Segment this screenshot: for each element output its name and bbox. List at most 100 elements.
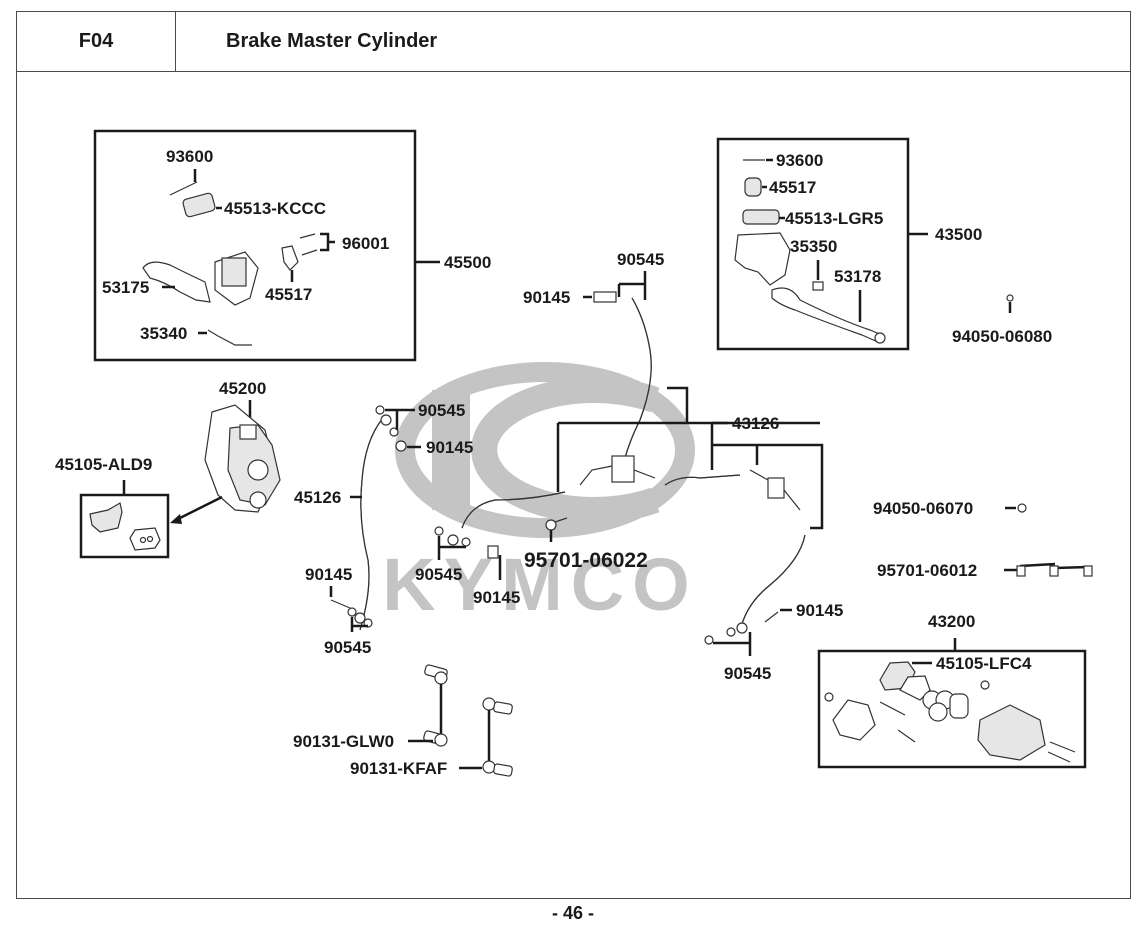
- fastener-94050-06080[interactable]: 94050-06080: [952, 294, 1052, 346]
- part-label-53178[interactable]: 53178: [834, 267, 881, 286]
- fitting-group-rear[interactable]: 90145 90545: [704, 601, 843, 683]
- banjo-bolt-icon: [330, 599, 351, 609]
- part-label-45513-KCCC[interactable]: 45513-KCCC: [224, 199, 326, 218]
- part-label-94050-06080[interactable]: 94050-06080: [952, 327, 1052, 346]
- part-label-45105-ALD9[interactable]: 45105-ALD9: [55, 455, 152, 474]
- part-label-45500[interactable]: 45500: [444, 253, 491, 272]
- hose-43126[interactable]: 43126: [461, 386, 824, 633]
- part-label-43126[interactable]: 43126: [732, 414, 779, 433]
- fitting-group-top[interactable]: 90545 90145: [523, 250, 664, 459]
- bolt-head-icon: [434, 733, 448, 747]
- section-code-cell: [16, 11, 176, 72]
- leader-line: [713, 632, 752, 656]
- bolt-shank-icon: [554, 517, 568, 523]
- brake-lever-part-icon: [142, 261, 211, 303]
- fastener-94050-06070[interactable]: 94050-06070: [873, 499, 1027, 518]
- fastener-95701-06012[interactable]: 95701-06012: [877, 561, 1093, 580]
- brake-pad-icon: [899, 675, 931, 701]
- section-code: F04: [78, 30, 114, 52]
- part-label-45517[interactable]: 45517: [769, 178, 816, 197]
- bolt-head-icon: [545, 519, 557, 531]
- header-divider: [16, 71, 1131, 72]
- hose-45126[interactable]: 45126 90545 90145 90145 90545: [294, 401, 473, 657]
- part-label-95701-06022[interactable]: 95701-06022: [524, 549, 648, 572]
- part-label-90145-top[interactable]: 90145: [523, 288, 570, 307]
- assembly-43500[interactable]: 43500 93600 45517 45513-LGR5 35350 53178: [716, 137, 982, 351]
- assembly-box-43500: [716, 137, 910, 351]
- part-label-45200[interactable]: 45200: [219, 379, 266, 398]
- lever-end-icon: [874, 332, 886, 344]
- part-label-90545-rear[interactable]: 90545: [724, 664, 771, 683]
- leader-line: [350, 617, 368, 632]
- bolt-part-icon: [1083, 565, 1093, 577]
- pads-box: [79, 493, 170, 559]
- part-label-90545-top[interactable]: 90545: [617, 250, 664, 269]
- switch-part-icon: [207, 329, 252, 346]
- banjo-bolt-icon: [395, 440, 407, 452]
- bolt-shank-icon: [493, 701, 513, 715]
- washer-icon: [375, 405, 385, 415]
- caliper-body-icon: [977, 704, 1046, 761]
- bolt-part-icon: [1016, 565, 1026, 577]
- washer-icon: [704, 635, 714, 645]
- part-label-95701-06012[interactable]: 95701-06012: [877, 561, 977, 580]
- page-title: Brake Master Cylinder: [226, 30, 438, 52]
- part-label-93600[interactable]: 93600: [776, 151, 823, 170]
- hose-45126-fill: [359, 417, 384, 631]
- leader-line: [385, 408, 415, 430]
- part-label-90545-front-lower[interactable]: 90545: [324, 638, 371, 657]
- assembly-45500[interactable]: 45500 93600 45513-KCCC 96001 45517 53175…: [93, 129, 491, 362]
- part-label-94050-06070[interactable]: 94050-06070: [873, 499, 973, 518]
- bleed-valve-icon: [980, 680, 990, 690]
- bolt-part-icon: [1049, 565, 1059, 577]
- page-frame: [16, 11, 1131, 899]
- piston-seal-icon: [928, 702, 948, 722]
- part-label-45105-LFC4[interactable]: 45105-LFC4: [936, 654, 1032, 673]
- part-label-43500[interactable]: 43500: [935, 225, 982, 244]
- screw-part-icon: [169, 181, 198, 196]
- part-label-45126[interactable]: 45126: [294, 488, 341, 507]
- hose-43126-right-fill: [739, 534, 806, 633]
- caliper-bolts[interactable]: 90131-GLW0 90131-KFAF: [293, 664, 513, 778]
- junction-block-icon: [767, 477, 785, 499]
- part-label-90545-mid[interactable]: 90545: [415, 565, 462, 584]
- part-label-90545-front-upper[interactable]: 90545: [418, 401, 465, 420]
- junction-pipe: [579, 465, 613, 486]
- washer-icon: [726, 627, 736, 637]
- brake-pad-icon: [89, 502, 123, 533]
- part-label-90131-KFAF[interactable]: 90131-KFAF: [350, 759, 447, 778]
- bolt-head-icon: [482, 697, 496, 711]
- part-label-45513-LGR5[interactable]: 45513-LGR5: [785, 209, 883, 228]
- fitting-group-mid[interactable]: 90545 90145 95701-06022: [415, 517, 648, 607]
- watermark-c-arc: [471, 377, 660, 523]
- part-label-43200[interactable]: 43200: [928, 612, 975, 631]
- banjo-bolt-icon: [593, 291, 617, 303]
- assembly-45200[interactable]: 45200: [170, 379, 281, 524]
- holder-part-icon: [281, 245, 299, 271]
- part-label-90145-rear[interactable]: 90145: [796, 601, 843, 620]
- part-label-96001[interactable]: 96001: [342, 234, 389, 253]
- banjo-fitting-icon: [447, 534, 459, 546]
- nut-part-icon: [1006, 294, 1014, 302]
- page-number: - 46 -: [551, 903, 594, 923]
- banjo-bolt-icon: [487, 545, 499, 559]
- part-label-45517[interactable]: 45517: [265, 285, 312, 304]
- junction-pipe: [633, 469, 656, 479]
- assembly-box-45500: [93, 129, 417, 362]
- pads-45105-ALD9[interactable]: 45105-ALD9: [55, 455, 170, 559]
- part-label-90145-front-upper[interactable]: 90145: [426, 438, 473, 457]
- part-label-93600[interactable]: 93600: [166, 147, 213, 166]
- washer-icon: [461, 537, 471, 547]
- master-cylinder-reservoir-icon: [221, 257, 247, 287]
- part-label-35340[interactable]: 35340: [140, 324, 187, 343]
- part-label-53175[interactable]: 53175: [102, 278, 149, 297]
- part-label-90145-mid[interactable]: 90145: [473, 588, 520, 607]
- leader-line: [617, 271, 647, 300]
- part-label-35350[interactable]: 35350: [790, 237, 837, 256]
- part-label-90145-front-lower[interactable]: 90145: [305, 565, 352, 584]
- caliper-bolt-icon: [1047, 741, 1076, 763]
- assembly-43200[interactable]: 43200 45105-LFC4: [817, 612, 1087, 769]
- piston-icon: [949, 693, 969, 719]
- part-label-90131-GLW0[interactable]: 90131-GLW0: [293, 732, 394, 751]
